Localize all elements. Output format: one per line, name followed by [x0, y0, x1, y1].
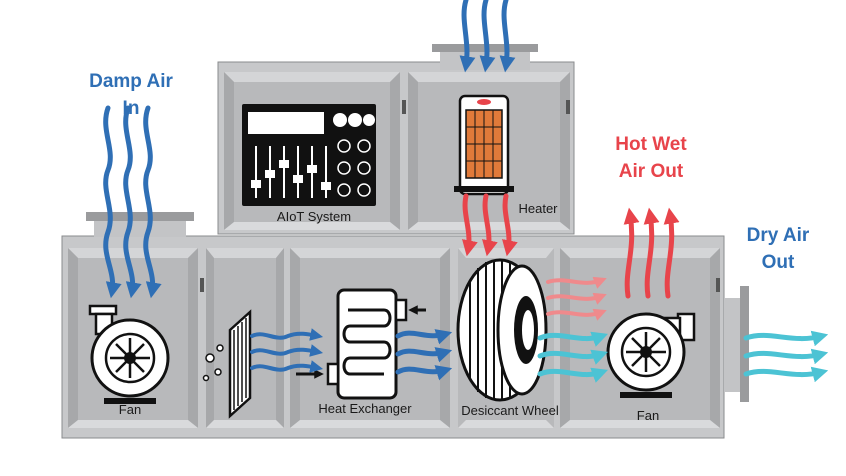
wheel-to-exhaust-arrows — [546, 276, 607, 321]
heat-exchanger-icon — [296, 288, 426, 400]
aiot-control-panel-icon — [242, 104, 376, 206]
heater-inlet-arrows — [459, 0, 516, 73]
inlet-duct — [86, 212, 194, 237]
fan-icon — [606, 312, 696, 398]
damp-air-in-arrows — [103, 105, 162, 299]
heater-label: Heater — [518, 201, 558, 216]
fan-right-label: Fan — [636, 408, 660, 423]
dry-air-out-arrows — [743, 330, 829, 383]
fan-left-label: Fan — [118, 402, 142, 417]
desiccant-wheel-label: Desiccant Wheel — [461, 403, 559, 418]
hot-wet-air-out-label: Hot Wet Air Out — [588, 131, 714, 185]
heater-icon — [454, 94, 514, 196]
aiot-system-label: AIoT System — [276, 209, 352, 224]
exchanger-to-wheel-arrows — [395, 329, 453, 381]
hot-wet-air-out-arrows — [623, 207, 680, 299]
heater-to-wheel-arrows — [462, 193, 518, 257]
filter-airflow-arrows — [250, 328, 324, 373]
desiccant-wheel-icon — [456, 258, 548, 402]
damp-air-in-label: Damp Air In — [66, 68, 196, 122]
damp-air-in-line2: In — [122, 98, 140, 119]
outlet-duct — [724, 286, 749, 402]
dry-air-out-label: Dry Air Out — [726, 222, 830, 276]
filter-icon — [202, 309, 252, 419]
hot-wet-air-out-line2: Air Out — [618, 161, 684, 182]
dry-air-to-fan-arrows — [537, 331, 609, 383]
dry-air-out-line2: Out — [761, 252, 795, 273]
fan-icon — [88, 304, 170, 404]
dry-air-out-line1: Dry Air — [746, 225, 810, 246]
hot-wet-air-out-line1: Hot Wet — [615, 134, 687, 155]
damp-air-in-line1: Damp Air — [89, 71, 173, 92]
heat-exchanger-label: Heat Exchanger — [318, 401, 412, 416]
